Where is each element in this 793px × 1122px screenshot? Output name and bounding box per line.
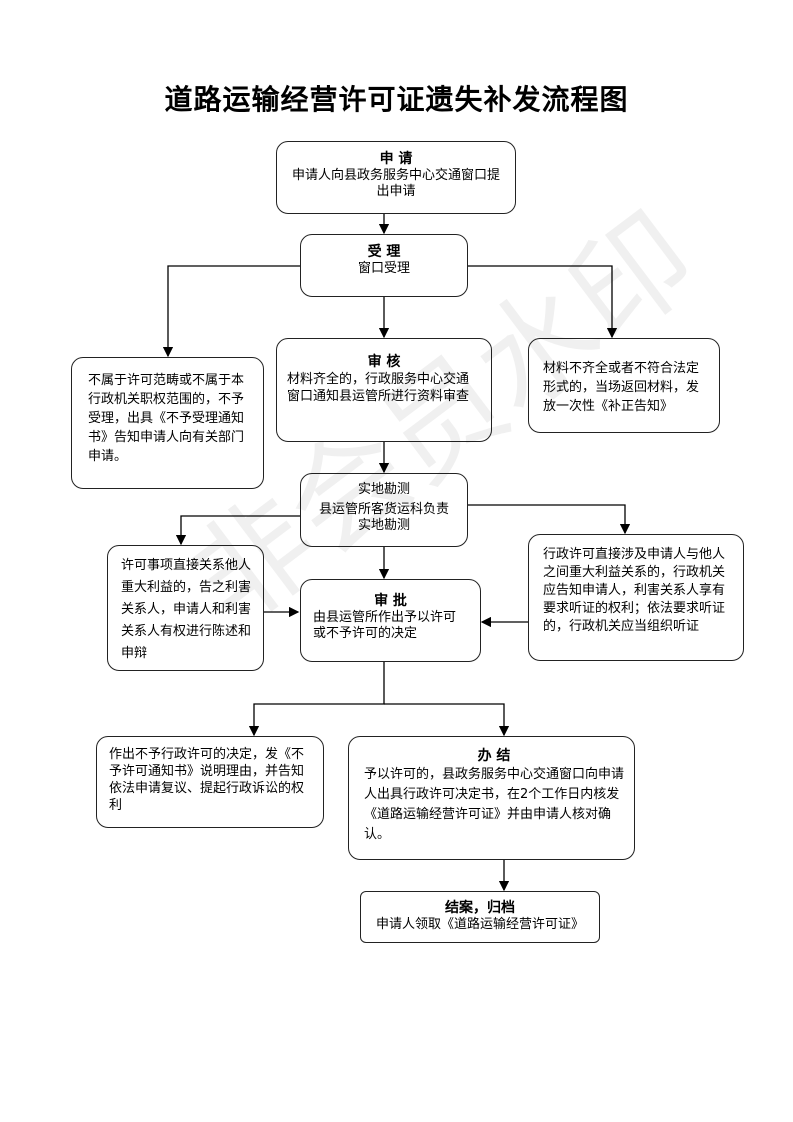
- node-apply: 申 请 申请人向县政务服务中心交通窗口提出申请: [276, 141, 516, 214]
- node-interest: 许可事项直接关系他人重大利益的，告之利害关系人，申请人和利害关系人有权进行陈述和…: [107, 545, 264, 671]
- node-approve-body: 由县运管所作出予以许可或不予许可的决定: [313, 610, 457, 641]
- node-apply-heading: 申 请: [379, 151, 413, 167]
- node-handle-body: 予以许可的，县政务服务中心交通窗口向申请人出具行政许可决定书，在2个工作日内核发…: [364, 767, 625, 842]
- node-incomplete-body: 材料不齐全或者不符合法定形式的，当场返回材料，发放一次性《补正告知》: [543, 361, 700, 414]
- node-hearing: 行政许可直接涉及申请人与他人之间重大利益关系的，行政机关应告知申请人，利害关系人…: [528, 534, 744, 661]
- node-handle-heading: 办 结: [477, 748, 511, 764]
- node-interest-body: 许可事项直接关系他人重大利益的，告之利害关系人，申请人和利害关系人有权进行陈述和…: [121, 558, 252, 661]
- arrow-inspect-hearing: [468, 504, 631, 535]
- arrow-inspect-interest: [175, 515, 300, 546]
- node-review-heading: 审 核: [367, 354, 401, 370]
- node-inspect-body: 县运管所客货运科负责实地勘测: [319, 502, 450, 533]
- node-apply-body: 申请人向县政务服务中心交通窗口提出申请: [291, 168, 500, 199]
- node-close-heading: 结案，归档: [445, 900, 515, 916]
- node-review: 审 核 材料齐全的，行政服务中心交通窗口通知县运管所进行资料审查: [276, 338, 492, 442]
- node-deny-body: 作出不予行政许可的决定，发《不予许可通知书》说明理由，并告知依法申请复议、提起行…: [109, 747, 305, 813]
- node-close: 结案，归档 申请人领取《道路运输经营许可证》: [360, 891, 600, 943]
- node-accept: 受 理 窗口受理: [300, 234, 468, 297]
- node-close-body: 申请人领取《道路运输经营许可证》: [375, 917, 584, 932]
- arrow-accept-incomplete: [468, 265, 618, 339]
- node-reject-body: 不属于许可范畴或不属于本行政机关职权范围的，不予受理，出具《不予受理通知书》告知…: [88, 373, 245, 464]
- node-deny: 作出不予行政许可的决定，发《不予许可通知书》说明理由，并告知依法申请复议、提起行…: [96, 736, 324, 828]
- arrow-accept-reject: [162, 265, 300, 358]
- arrow-approve-split: [248, 662, 385, 737]
- node-incomplete: 材料不齐全或者不符合法定形式的，当场返回材料，发放一次性《补正告知》: [528, 338, 720, 433]
- node-accept-heading: 受 理: [367, 244, 401, 260]
- node-hearing-body: 行政许可直接涉及申请人与他人之间重大利益关系的，行政机关应告知申请人，利害关系人…: [543, 547, 726, 634]
- node-accept-body: 窗口受理: [357, 261, 410, 276]
- page-title: 道路运输经营许可证遗失补发流程图: [164, 83, 629, 116]
- arrow-approve-handle: [384, 703, 510, 737]
- node-reject: 不属于许可范畴或不属于本行政机关职权范围的，不予受理，出具《不予受理通知书》告知…: [71, 357, 264, 489]
- node-approve: 审 批 由县运管所作出予以许可或不予许可的决定: [300, 579, 481, 662]
- node-inspect: 实地勘测 县运管所客货运科负责实地勘测: [300, 473, 468, 547]
- node-inspect-heading: 实地勘测: [357, 482, 410, 497]
- node-approve-heading: 审 批: [374, 593, 407, 609]
- node-handle: 办 结 予以许可的，县政务服务中心交通窗口向申请人出具行政许可决定书，在2个工作…: [348, 736, 635, 860]
- node-review-body: 材料齐全的，行政服务中心交通窗口通知县运管所进行资料审查: [287, 372, 470, 404]
